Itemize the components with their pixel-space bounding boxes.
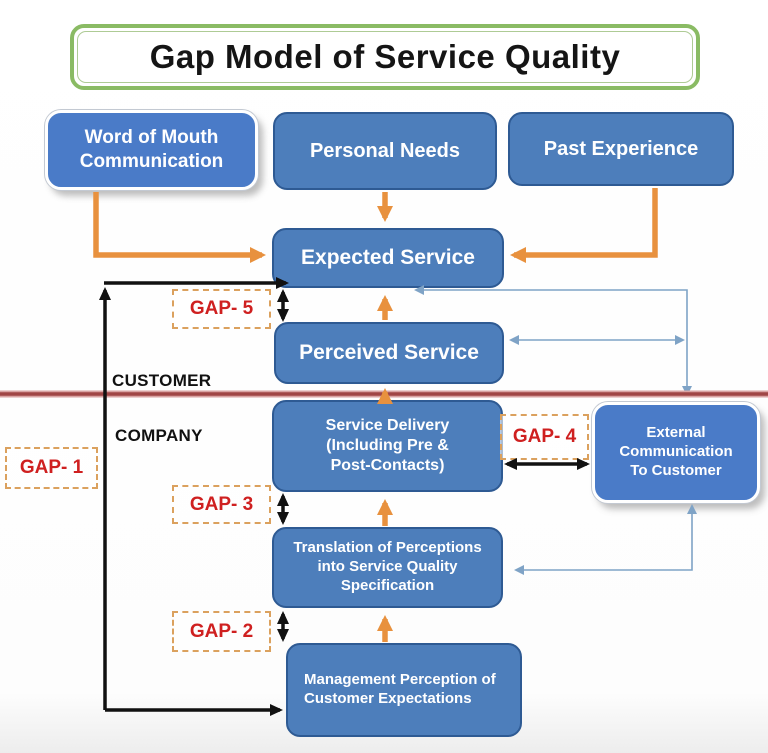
gap-4-label: GAP- 4 [500,414,589,460]
box-perceived-service: Perceived Service [274,322,504,384]
box-expected-service: Expected Service [272,228,504,288]
box-external-communication: External Communication To Customer [592,402,760,503]
line-translation-to-external-comm [514,504,697,575]
company-label: COMPANY [115,426,203,445]
box-translation: Translation of Perceptions into Service … [272,527,503,608]
title-box: Gap Model of Service Quality [70,24,700,90]
box-past-experience: Past Experience [508,112,734,186]
gap-1-label: GAP- 1 [5,447,98,489]
box-service-delivery: Service Delivery (Including Pre & Post-C… [272,400,503,492]
arrow-word-of-mouth-to-expected [93,192,266,263]
gap-5-label: GAP- 5 [172,289,271,329]
box-management-perception: Management Perception of Customer Expect… [286,643,522,737]
box-word-of-mouth: Word of Mouth Communication [45,110,258,190]
gap-2-label: GAP- 2 [172,611,271,652]
customer-label: CUSTOMER [112,371,212,390]
page-title: Gap Model of Service Quality [149,38,621,75]
arrow-past-experience-to-expected [510,188,658,263]
title-box-inner: Gap Model of Service Quality [77,31,693,83]
box-personal-needs: Personal Needs [273,112,497,190]
gap-3-label: GAP- 3 [172,485,271,524]
